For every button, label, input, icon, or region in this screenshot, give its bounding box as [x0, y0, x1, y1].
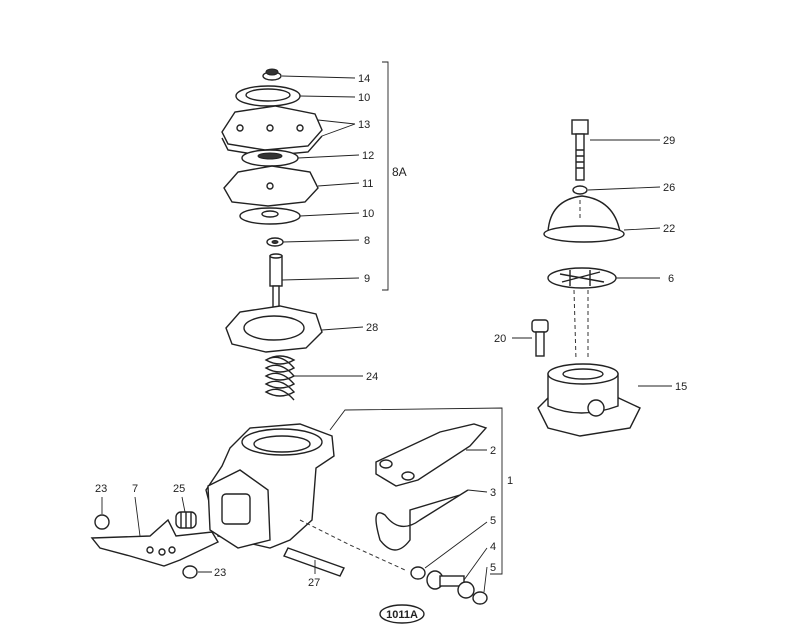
callout-10-lower: 10	[362, 208, 374, 220]
callout-4: 4	[490, 541, 496, 553]
part-10-upper-plate	[235, 85, 301, 107]
callout-20: 20	[494, 333, 506, 345]
part-5-washer-a	[410, 566, 426, 580]
part-2-lever	[375, 423, 488, 487]
part-5-washer-b	[472, 591, 488, 605]
drawing-number-badge: 1011A	[379, 604, 425, 624]
callout-26: 26	[663, 182, 675, 194]
callout-23-a: 23	[95, 483, 107, 495]
part-23-washer-a	[94, 514, 110, 530]
part-11-diaphragm	[223, 165, 319, 207]
part-29-bolt	[571, 119, 589, 181]
part-4-pin	[426, 570, 475, 599]
part-26-washer	[572, 185, 588, 195]
callout-12: 12	[362, 150, 374, 162]
callout-28: 28	[366, 322, 378, 334]
part-20-screw	[531, 319, 549, 357]
callout-11: 11	[362, 178, 373, 190]
part-24-spring	[264, 355, 296, 401]
part-8-washer	[266, 237, 284, 247]
callout-13: 13	[358, 119, 370, 131]
callout-5-b: 5	[490, 562, 496, 574]
callout-23-b: 23	[214, 567, 226, 579]
pump-body	[205, 423, 335, 549]
part-3-spring-clip	[375, 489, 469, 551]
callout-22: 22	[663, 223, 675, 235]
callout-25: 25	[173, 483, 185, 495]
part-14-nut	[262, 68, 282, 81]
part-10-lower-plate	[239, 207, 301, 225]
callout-14: 14	[358, 73, 370, 85]
part-15-filter-body	[537, 363, 641, 437]
callout-15: 15	[675, 381, 687, 393]
part-27-pin	[283, 547, 345, 577]
part-25-spring	[175, 511, 197, 529]
callout-2: 2	[490, 445, 496, 457]
part-28-seal-plate	[225, 305, 323, 353]
part-22-cover	[543, 195, 625, 243]
callout-24: 24	[366, 371, 378, 383]
callout-6: 6	[668, 273, 674, 285]
callout-8: 8	[364, 235, 370, 247]
callout-7: 7	[132, 483, 138, 495]
drawing-number: 1011A	[386, 609, 418, 621]
part-6-filter-screen	[547, 267, 617, 289]
leader-lines	[101, 61, 672, 593]
assembly-label-1: 1	[507, 475, 513, 487]
callout-27: 27	[308, 577, 320, 589]
callout-9: 9	[364, 273, 370, 285]
part-7-rocker-arm	[90, 518, 219, 567]
callout-3: 3	[490, 487, 496, 499]
callout-5-a: 5	[490, 515, 496, 527]
part-13-diaphragms	[221, 105, 323, 157]
part-12-plate	[241, 149, 299, 167]
part-23-washer-b	[182, 565, 198, 579]
callout-10-upper: 10	[358, 92, 370, 104]
callout-29: 29	[663, 135, 675, 147]
assembly-label-8a: 8A	[392, 165, 407, 179]
